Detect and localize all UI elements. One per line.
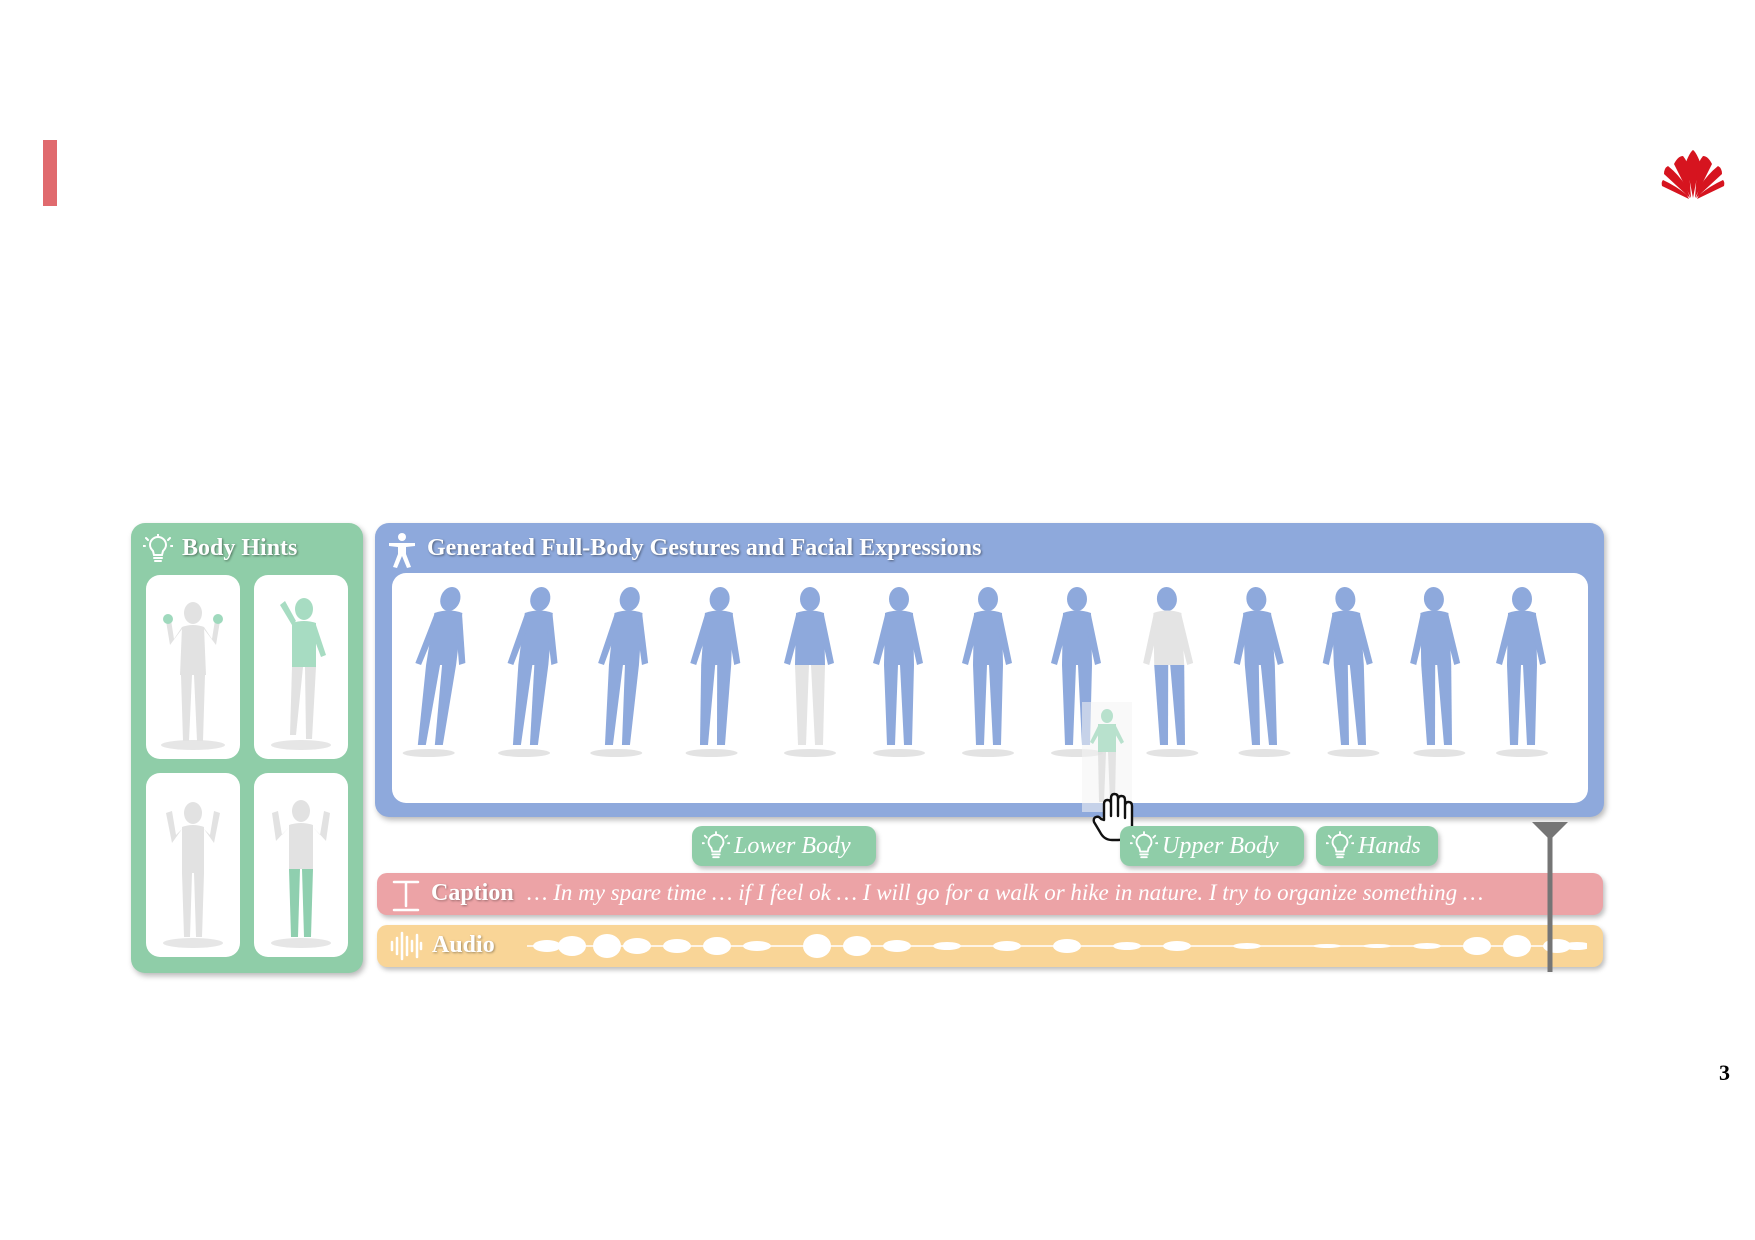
huawei-logo-icon bbox=[1661, 150, 1725, 199]
generated-figure bbox=[685, 587, 741, 757]
generated-figure bbox=[1410, 587, 1466, 757]
body-hints-title: Body Hints bbox=[182, 535, 298, 561]
body-hints-panel: Body Hints bbox=[131, 523, 363, 973]
lightbulb-icon bbox=[143, 534, 173, 562]
hint-figure-upper-body bbox=[271, 598, 331, 750]
hint-figure-hands bbox=[161, 602, 225, 750]
generated-figure bbox=[873, 587, 925, 757]
generated-figure bbox=[1496, 587, 1548, 757]
caption-text: … In my spare time … if I feel ok … I wi… bbox=[527, 880, 1484, 905]
hint-chip-lower-body[interactable]: Lower Body bbox=[692, 826, 876, 866]
lightbulb-icon bbox=[1326, 831, 1354, 859]
slide-accent-bar bbox=[43, 140, 57, 206]
gesture-stage bbox=[392, 573, 1588, 803]
generated-figure bbox=[962, 587, 1014, 757]
generated-figure bbox=[1233, 587, 1291, 757]
caption-label: Caption bbox=[431, 880, 514, 906]
generated-figure bbox=[1143, 587, 1199, 757]
audio-track[interactable]: Audio bbox=[377, 925, 1603, 967]
dragged-hint-figure[interactable] bbox=[1082, 702, 1132, 812]
generated-figure bbox=[590, 587, 649, 757]
generated-figure bbox=[1322, 587, 1380, 757]
hint-figure-full bbox=[163, 802, 223, 948]
page-number: 3 bbox=[1719, 1060, 1730, 1085]
audio-waveform bbox=[527, 934, 1587, 958]
hint-chip-label: Hands bbox=[1358, 832, 1421, 859]
hint-figure-lower-body bbox=[271, 800, 331, 948]
lightbulb-icon bbox=[702, 831, 730, 859]
generated-gestures-panel: Generated Full-Body Gestures and Facial … bbox=[375, 523, 1604, 817]
generated-gestures-title: Generated Full-Body Gestures and Facial … bbox=[427, 535, 982, 561]
hint-chip-hands[interactable]: Hands bbox=[1316, 826, 1438, 866]
playhead-marker-icon[interactable] bbox=[1530, 822, 1570, 972]
caption-track[interactable]: Caption … In my spare time … if I feel o… bbox=[377, 873, 1603, 915]
generated-figure bbox=[402, 587, 466, 757]
hint-tile-lower-body[interactable] bbox=[254, 773, 348, 957]
generated-figure bbox=[498, 587, 558, 757]
audio-label: Audio bbox=[432, 932, 495, 958]
hint-tile-upper-body[interactable] bbox=[254, 575, 348, 759]
accessibility-person-icon bbox=[389, 533, 415, 568]
hint-chip-label: Lower Body bbox=[734, 832, 851, 859]
hint-chip-label: Upper Body bbox=[1162, 832, 1279, 859]
generated-figure bbox=[784, 587, 836, 757]
lightbulb-icon bbox=[1130, 831, 1158, 859]
hint-chip-upper-body[interactable]: Upper Body bbox=[1120, 826, 1304, 866]
text-t-icon bbox=[392, 880, 420, 912]
hint-tile-full[interactable] bbox=[146, 773, 240, 957]
generated-figures bbox=[402, 587, 1548, 757]
waveform-icon bbox=[390, 931, 423, 961]
hint-tile-hands[interactable] bbox=[146, 575, 240, 759]
